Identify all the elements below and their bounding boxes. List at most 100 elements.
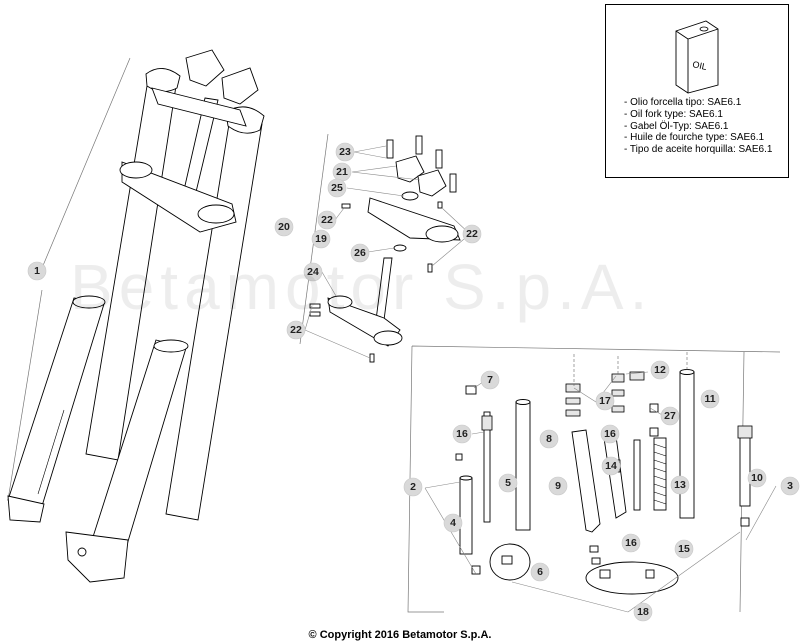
svg-text:18: 18 [637, 606, 649, 618]
callout-12: 12 [650, 360, 670, 380]
cartridge-9 [571, 429, 601, 533]
callout-16-c: 16 [621, 533, 641, 553]
svg-text:27: 27 [664, 410, 676, 422]
spacer-ring [401, 191, 419, 201]
callout-22-c: 22 [286, 320, 306, 340]
svg-text:11: 11 [704, 393, 715, 405]
group-1-frame [7, 57, 131, 501]
svg-text:4: 4 [450, 517, 456, 529]
svg-text:9: 9 [555, 480, 561, 492]
svg-text:20: 20 [278, 221, 290, 233]
svg-text:13: 13 [674, 479, 686, 491]
callout-23: 23 [335, 142, 355, 162]
callout-22-b: 22 [462, 224, 482, 244]
svg-text:21: 21 [336, 166, 348, 178]
svg-text:14: 14 [605, 460, 617, 472]
right-slider-seal [153, 339, 189, 353]
bolt [415, 135, 423, 155]
bar-clamp-a [395, 155, 425, 183]
svg-text:22: 22 [290, 324, 302, 336]
oil-spec-line: - Olio forcella tipo: SAE6.1 [624, 97, 742, 108]
oil-spec-line: - Huile de fourche type: SAE6.1 [624, 132, 765, 144]
callout-20: 20 [274, 217, 294, 237]
clamp-bolts [386, 135, 457, 193]
callout-19: 19 [311, 229, 331, 249]
oil-info-box: OIL - Olio forcella tipo: SAE6.1 - Oil f… [605, 4, 789, 178]
cap-7 [465, 385, 477, 395]
callout-6: 6 [530, 562, 550, 582]
lower-clamp-ring-right [373, 330, 403, 346]
svg-text:16: 16 [625, 537, 637, 549]
callout-9: 9 [548, 476, 568, 496]
copyright-notice: © Copyright 2016 Betamotor S.p.A. [308, 629, 492, 641]
oil-can-label: OIL [692, 59, 708, 72]
svg-text:12: 12 [654, 364, 666, 376]
axle-hole [77, 547, 87, 557]
small-screw [427, 263, 433, 273]
callout-14: 14 [601, 456, 621, 476]
callout-18: 18 [633, 602, 653, 622]
callout-15: 15 [674, 539, 694, 559]
inner-tube-8 [515, 401, 531, 531]
callout-4: 4 [443, 513, 463, 533]
svg-text:22: 22 [466, 228, 478, 240]
svg-text:10: 10 [751, 472, 763, 484]
callout-16-b: 16 [600, 424, 620, 444]
outer-tube-4 [459, 477, 473, 555]
svg-text:23: 23 [339, 146, 351, 158]
callout-5: 5 [498, 473, 518, 493]
left-lower-slider [7, 297, 105, 507]
left-axle-foot [7, 495, 45, 523]
left-slider-seal [72, 295, 106, 309]
lower-clamp-screw [369, 353, 375, 363]
bolt [449, 173, 457, 193]
fork-internals-exploded [407, 345, 781, 613]
svg-text:7: 7 [487, 374, 493, 386]
oil-spec-line: - Gabel Öl-Typ: SAE6.1 [624, 120, 729, 132]
cartridge-14 [603, 435, 627, 519]
bolt [435, 149, 443, 169]
callout-2: 2 [403, 477, 423, 497]
svg-text:3: 3 [787, 480, 793, 492]
callout-10: 10 [747, 468, 767, 488]
left-slider-decal [37, 409, 65, 495]
callout-25: 25 [327, 178, 347, 198]
svg-text:22: 22 [321, 214, 333, 226]
watermark: Betamotor S.p.A. [70, 251, 654, 323]
lower-clamp-right-ring [197, 204, 235, 224]
handlebar-clamp-right [221, 67, 259, 105]
svg-text:15: 15 [678, 543, 690, 555]
svg-text:26: 26 [354, 247, 366, 259]
right-axle-foot [65, 531, 129, 583]
push-rod [633, 439, 641, 511]
callout-3: 3 [780, 476, 800, 496]
callout-13: 13 [670, 475, 690, 495]
svg-text:16: 16 [604, 428, 616, 440]
small-screw [437, 201, 443, 209]
triple-clamp-exploded [299, 133, 471, 363]
svg-text:17: 17 [599, 395, 611, 407]
cartridge-rod-5 [483, 411, 491, 523]
oil-spec-line: - Oil fork type: SAE6.1 [624, 108, 723, 120]
left-fork-cap [145, 68, 181, 92]
upper-triple-clamp [151, 87, 247, 127]
callout-16-a: 16 [452, 424, 472, 444]
callout-17: 17 [595, 391, 615, 411]
svg-text:2: 2 [410, 481, 416, 493]
callout-21: 21 [332, 162, 352, 182]
bolt [386, 139, 394, 159]
svg-text:6: 6 [537, 566, 543, 578]
callout-1: 1 [27, 261, 47, 281]
oil-spec-list: - Olio forcella tipo: SAE6.1 - Oil fork … [624, 97, 772, 156]
assembled-fork [7, 49, 265, 583]
callout-8: 8 [539, 429, 559, 449]
callout-24: 24 [303, 262, 323, 282]
callout-27: 27 [660, 406, 680, 426]
svg-text:24: 24 [307, 266, 319, 278]
bar-clamp-b [417, 169, 447, 197]
oil-can-icon: OIL [675, 20, 719, 94]
svg-text:25: 25 [331, 182, 343, 194]
upper-clamp-ring [425, 225, 459, 243]
svg-text:8: 8 [546, 433, 552, 445]
